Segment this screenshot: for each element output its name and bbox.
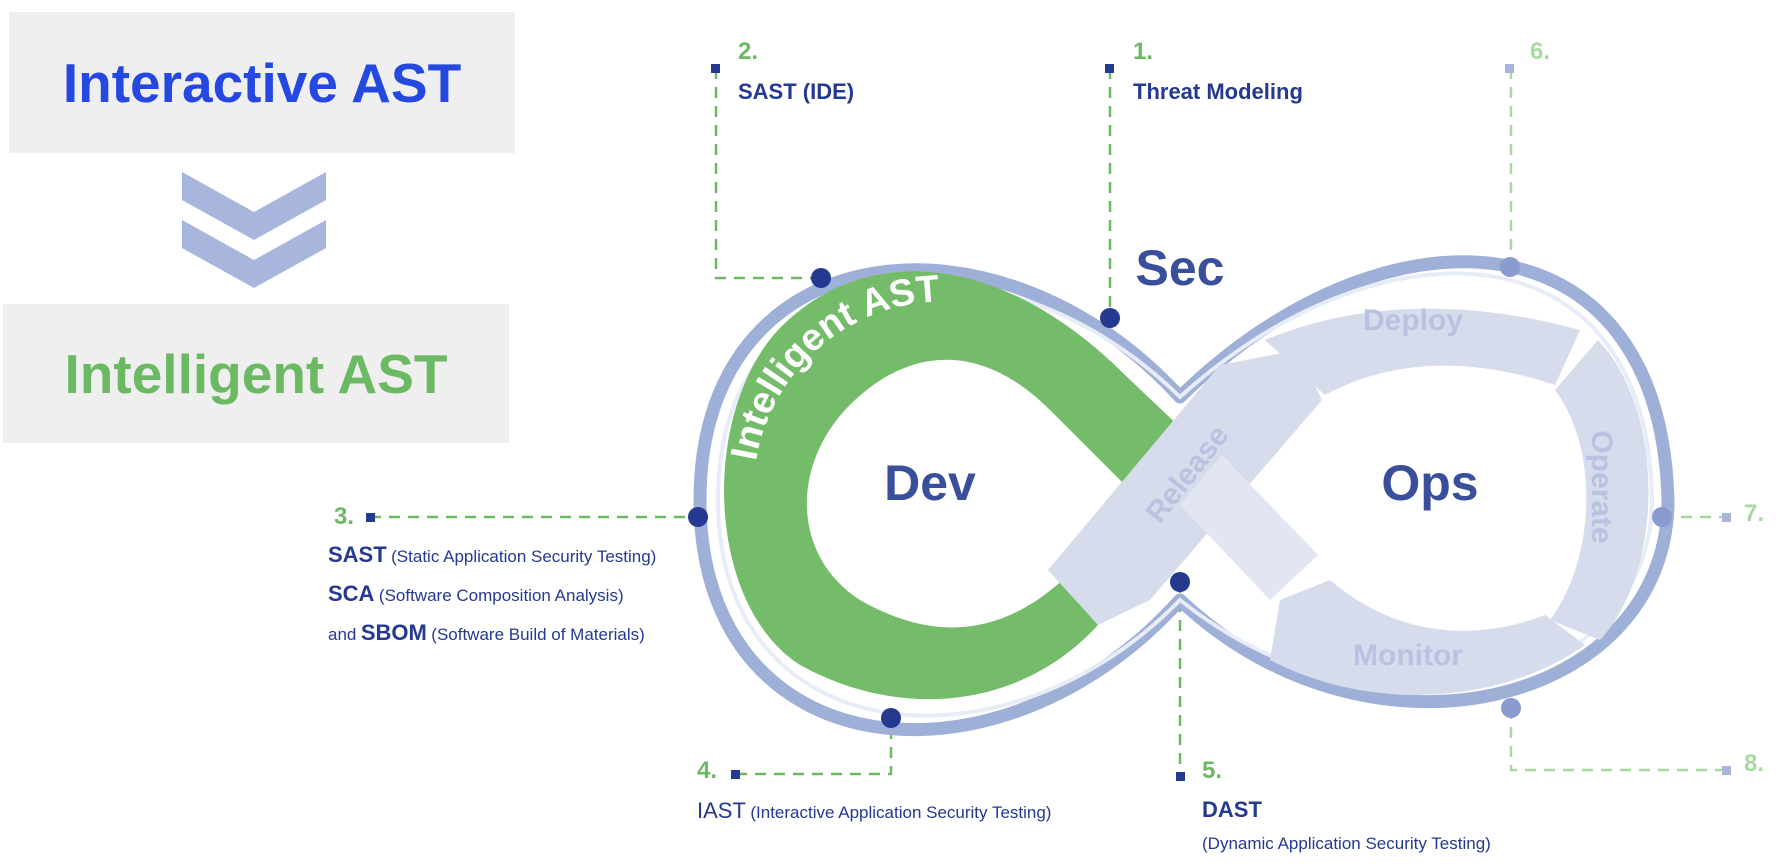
operate-segment xyxy=(1550,340,1649,640)
callout-1-number: 1. xyxy=(1133,38,1154,65)
connector-2 xyxy=(714,68,820,280)
callout-3-line-sast: SAST (Static Application Security Testin… xyxy=(328,542,657,567)
sec-label: Sec xyxy=(1136,240,1225,296)
callout-8-number: 8. xyxy=(1744,750,1765,777)
release-band xyxy=(1048,350,1322,625)
callout-3-number: 3. xyxy=(334,503,355,530)
operate-label: Operate xyxy=(1585,430,1618,543)
deploy-segment xyxy=(1265,308,1580,395)
callout-4-number: 4. xyxy=(697,757,718,784)
ring-dots xyxy=(688,268,1190,728)
callout-5-abbr: DAST xyxy=(1202,797,1262,822)
callout-5-full: (Dynamic Application Security Testing) xyxy=(1202,834,1491,853)
double-chevron-down-icon xyxy=(182,172,326,288)
connector-8 xyxy=(1509,708,1726,772)
dev-label: Dev xyxy=(884,455,976,511)
callout-4-description: IAST (Interactive Application Security T… xyxy=(697,798,1052,823)
interactive-ast-title: Interactive AST xyxy=(62,52,462,114)
monitor-label: Monitor xyxy=(1353,639,1463,672)
ring-dots-faded xyxy=(1500,257,1672,718)
intelligent-ast-title: Intelligent AST xyxy=(64,343,448,405)
callout-2-label: SAST (IDE) xyxy=(738,79,855,104)
callout-5-number: 5. xyxy=(1202,757,1223,784)
connector-4 xyxy=(736,718,893,776)
callout-7-number: 7. xyxy=(1744,500,1765,527)
intelligent-ast-panel: Intelligent AST xyxy=(3,304,509,443)
connector-markers xyxy=(366,64,1731,781)
callout-3-line-sbom: and SBOM (Software Build of Materials) xyxy=(328,620,645,645)
ops-label: Ops xyxy=(1381,455,1478,511)
deploy-label: Deploy xyxy=(1363,304,1463,337)
monitor-segment xyxy=(1270,580,1585,695)
callout-1-label: Threat Modeling xyxy=(1133,79,1303,104)
callout-6-number: 6. xyxy=(1530,38,1551,65)
interactive-ast-panel: Interactive AST xyxy=(9,12,515,153)
callout-3-line-sca: SCA (Software Composition Analysis) xyxy=(328,581,624,606)
callout-2-number: 2. xyxy=(738,38,759,65)
